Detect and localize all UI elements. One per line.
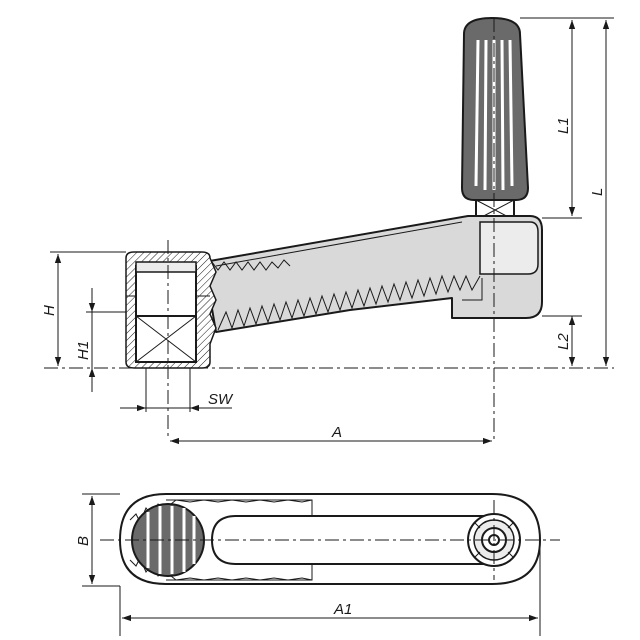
dim-label-l1: L1 [555,117,572,134]
dim-label-a: A [331,424,342,441]
dim-label-l2: L2 [555,333,572,350]
dimensions-top: B A1 [75,496,538,622]
dimensions-side: L1 L H H1 L2 SW A [41,20,610,445]
crank-arm [203,215,543,333]
hub-section [125,251,217,369]
revolving-grip [460,16,530,221]
top-view [82,493,560,636]
dim-label-sw: SW [208,391,234,408]
dim-label-h1: H1 [75,341,92,360]
dim-label-a1: A1 [333,601,352,618]
dim-label-h: H [41,305,58,316]
dim-label-b: B [75,536,92,546]
side-view [44,16,614,440]
dim-label-l: L [589,188,606,196]
